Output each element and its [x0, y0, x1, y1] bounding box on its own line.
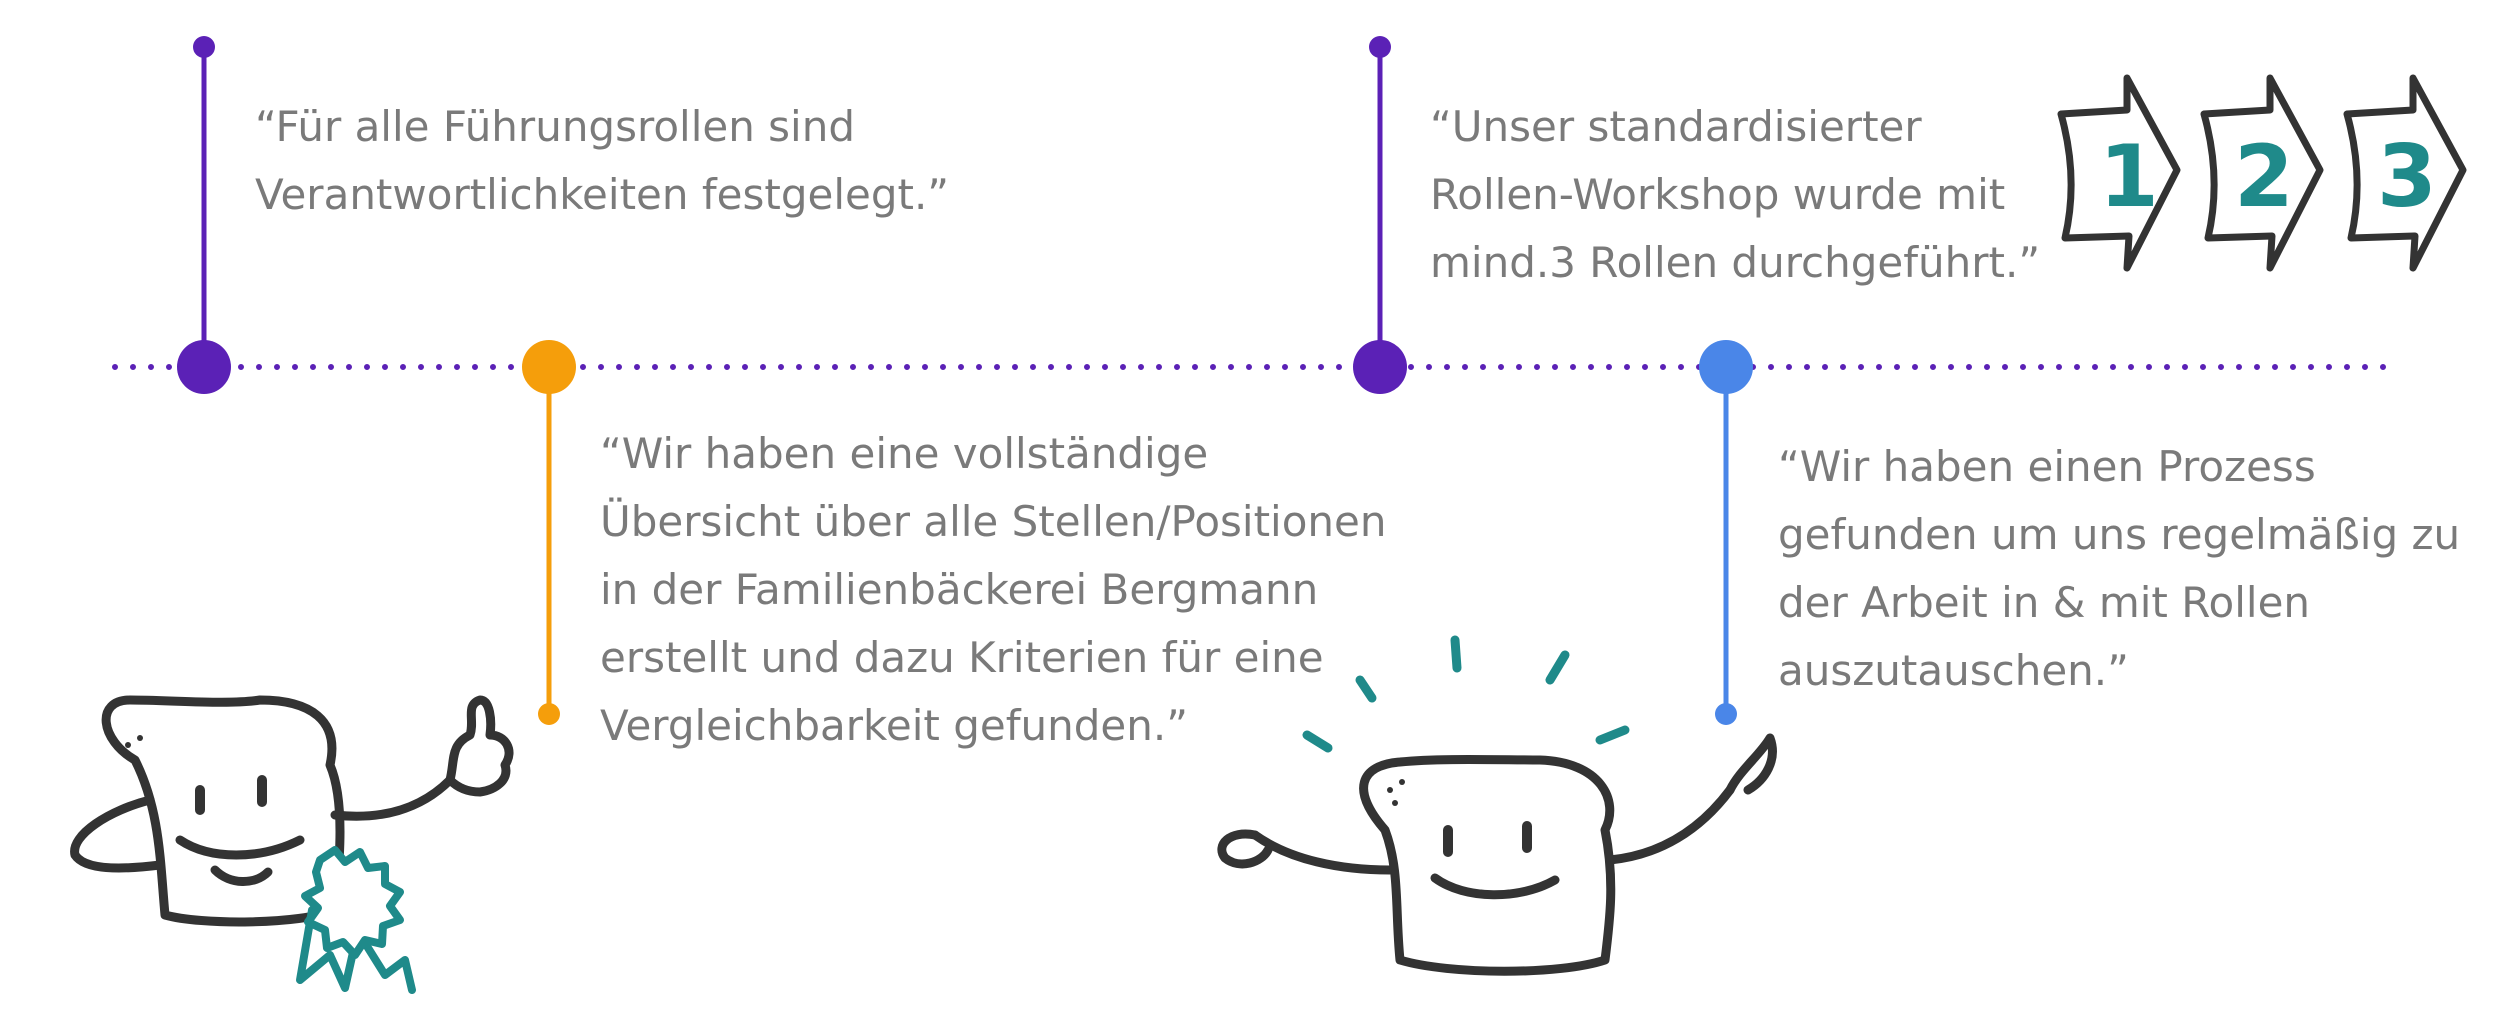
toast-thumbs-up-icon [70, 695, 514, 927]
milestone-4-marker [1699, 340, 1753, 725]
award-rosette-icon [296, 846, 416, 994]
milestone-3-line-1: “Unser standardisierter [1430, 102, 1922, 151]
milestone-2-text: “Wir haben eine vollständige Übersicht ü… [600, 420, 1387, 760]
milestone-2-line-1: “Wir haben eine vollständige [600, 429, 1209, 478]
milestone-4-line-4: auszutauschen.” [1778, 646, 2129, 695]
toast-cheering-icon [1217, 635, 1777, 976]
milestone-1-line-2: Verantwortlichkeiten festgelegt.” [255, 170, 950, 219]
step-arrow-1: 1 [2057, 74, 2181, 272]
milestone-1-marker [177, 36, 231, 394]
milestone-2-marker [522, 340, 576, 725]
milestone-4-line-1: “Wir haben einen Prozess [1778, 442, 2316, 491]
milestone-2-line-4: erstellt und dazu Kriterien für eine [600, 633, 1324, 682]
milestone-2-line-3: in der Familienbäckerei Bergmann [600, 565, 1319, 614]
milestone-4-text: “Wir haben einen Prozess gefunden um uns… [1778, 433, 2460, 705]
step-arrow-3: 3 [2343, 74, 2467, 272]
milestone-4-line-2: gefunden um uns regelmäßig zu [1778, 510, 2461, 559]
step-arrow-2: 2 [2200, 74, 2324, 272]
milestone-4-line-3: der Arbeit in & mit Rollen [1778, 578, 2311, 627]
milestone-3-marker [1353, 36, 1407, 394]
milestone-1-text: “Für alle Führungsrollen sind Verantwort… [255, 93, 949, 229]
step-arrows-icon: 1 2 3 [2057, 74, 2467, 272]
step-arrow-1-label: 1 [2099, 127, 2159, 227]
milestone-3-line-3: mind.3 Rollen durchgeführt.” [1430, 238, 2041, 287]
milestone-3-line-2: Rollen-Workshop wurde mit [1430, 170, 2006, 219]
milestone-1-line-1: “Für alle Führungsrollen sind [255, 102, 855, 151]
step-arrow-3-label: 3 [2377, 127, 2437, 227]
milestone-2-line-2: Übersicht über alle Stellen/Positionen [600, 497, 1387, 546]
milestone-3-text: “Unser standardisierter Rollen-Workshop … [1430, 93, 2040, 297]
milestone-2-line-5: Vergleichbarkeit gefunden.” [600, 701, 1188, 750]
step-arrow-2-label: 2 [2234, 127, 2294, 227]
